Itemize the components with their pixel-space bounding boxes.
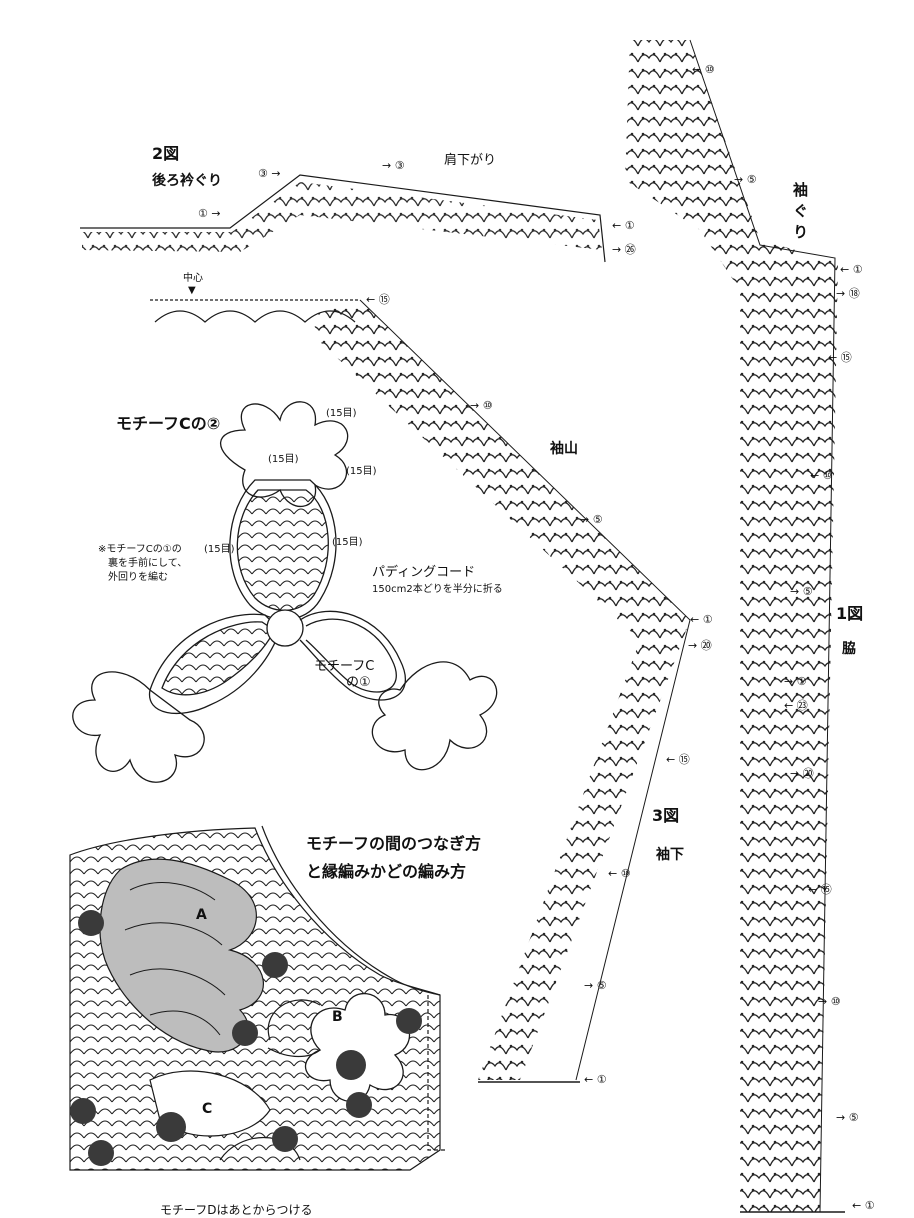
- motif-d-dot: [156, 1112, 186, 1142]
- sleeve-row-label: ← ⑩: [608, 867, 631, 880]
- joining-title: と縁編みかどの編み方: [306, 862, 467, 881]
- fig2-row-label: ← ①: [612, 219, 635, 232]
- fig1-row-label: ← ⑮: [828, 351, 852, 364]
- fig1-row-label: → ①: [784, 675, 807, 688]
- motif-d-dot: [272, 1126, 298, 1152]
- joining-title: モチーフの間のつなぎ方: [306, 834, 482, 853]
- sleeve-drawing: [312, 299, 691, 1083]
- sleeve-row-label: ← ①: [584, 1073, 607, 1086]
- padding-cord-note: 150cm2本どりを半分に折る: [372, 584, 503, 595]
- fig1-row-label: → ⑱: [836, 287, 860, 300]
- fig1-side-label: 脇: [842, 641, 856, 657]
- motif-c-drawing: [72, 401, 498, 783]
- fig2-center-mark: ▼: [188, 285, 196, 296]
- motif-c-row-count: (15目): [326, 408, 357, 419]
- fig1-row-label: ← ㉓: [784, 699, 808, 712]
- motif-c-note-line: 裏を手前にして、: [108, 558, 188, 569]
- sleeve-row-label: → ⑤: [580, 513, 603, 526]
- fig1-row-label: → ⑳: [790, 767, 814, 780]
- motif-c-letter: C: [202, 1101, 213, 1117]
- fig2-row-label: → ㉖: [612, 243, 636, 256]
- motif-c1-label: の①: [346, 675, 371, 690]
- sleeve-row-label: ← ①: [690, 613, 713, 626]
- motif-d-footnote: モチーフDはあとからつける: [160, 1203, 313, 1217]
- motif-d-dot: [88, 1140, 114, 1166]
- fig1-row-label: → ⑤: [734, 173, 757, 186]
- fig3-title: 3図: [652, 806, 680, 825]
- fig2-row-label: → ③: [382, 159, 405, 172]
- motif-d-dot: [262, 952, 288, 978]
- fig1-title: 1図: [836, 604, 864, 623]
- fig2-back-neck-label: 後ろ衿ぐり: [152, 173, 222, 189]
- fig1-row-label: ← ⑮: [808, 883, 832, 896]
- motif-c-row-count: (15目): [268, 454, 299, 465]
- fig1-row-label: → ⑤: [836, 1111, 859, 1124]
- fig1-row-label: ← ⑩: [810, 469, 833, 482]
- motif-b-letter: B: [332, 1009, 343, 1025]
- motif-c-row-count: (15目): [204, 544, 235, 555]
- motif-c-row-count: (15目): [332, 537, 363, 548]
- motif-d-dot: [346, 1092, 372, 1118]
- motif-d-dot: [70, 1098, 96, 1124]
- joining-drawing: [69, 825, 445, 1171]
- fig2-drawing: [80, 174, 606, 323]
- fig1-row-label: ← ①: [840, 263, 863, 276]
- fig2-title: 2図: [152, 144, 180, 163]
- motif-d-dot: [232, 1020, 258, 1046]
- fig2-row-label: ① →: [198, 207, 221, 220]
- sleeve-cap-label: 袖山: [550, 441, 578, 457]
- fig2-shoulder-label: 肩下がり: [444, 153, 497, 168]
- motif-d-dot: [78, 910, 104, 936]
- fig1-drawing: [625, 39, 845, 1213]
- fig2-row-label: ③ →: [258, 167, 281, 180]
- motif-c-note-line: ※モチーフCの①の: [98, 544, 182, 555]
- motif-d-dot: [396, 1008, 422, 1034]
- sleeve-row-label: ← ⑮: [366, 293, 390, 306]
- motif-c-row-count: (15目): [346, 466, 377, 477]
- sleeve-row-label: ← ⑮: [666, 753, 690, 766]
- fig1-row-label: → ⑤: [790, 585, 813, 598]
- motif-d-dot: [336, 1050, 366, 1080]
- fig2-center-label: 中心: [183, 273, 203, 284]
- fig1-row-label: → ⑩: [818, 995, 841, 1008]
- padding-cord-label: パディングコード: [372, 565, 476, 580]
- sleeve-row-label: → ⑳: [688, 639, 712, 652]
- motif-c1-label: モチーフC: [314, 659, 375, 674]
- sleeve-row-label: → ⑤: [584, 979, 607, 992]
- motif-a-letter: A: [196, 907, 207, 923]
- sleeve-row-label: → ⑩: [470, 399, 493, 412]
- fig3-under-label: 袖下: [656, 847, 684, 863]
- fig1-armhole-label: 袖ぐり: [791, 182, 809, 245]
- fig1-row-label: ← ①: [852, 1199, 875, 1212]
- motif-c-note-line: 外回りを編む: [108, 572, 168, 583]
- motif-c-title: モチーフCの②: [116, 414, 221, 433]
- fig1-row-label: ← ⑩: [692, 63, 715, 76]
